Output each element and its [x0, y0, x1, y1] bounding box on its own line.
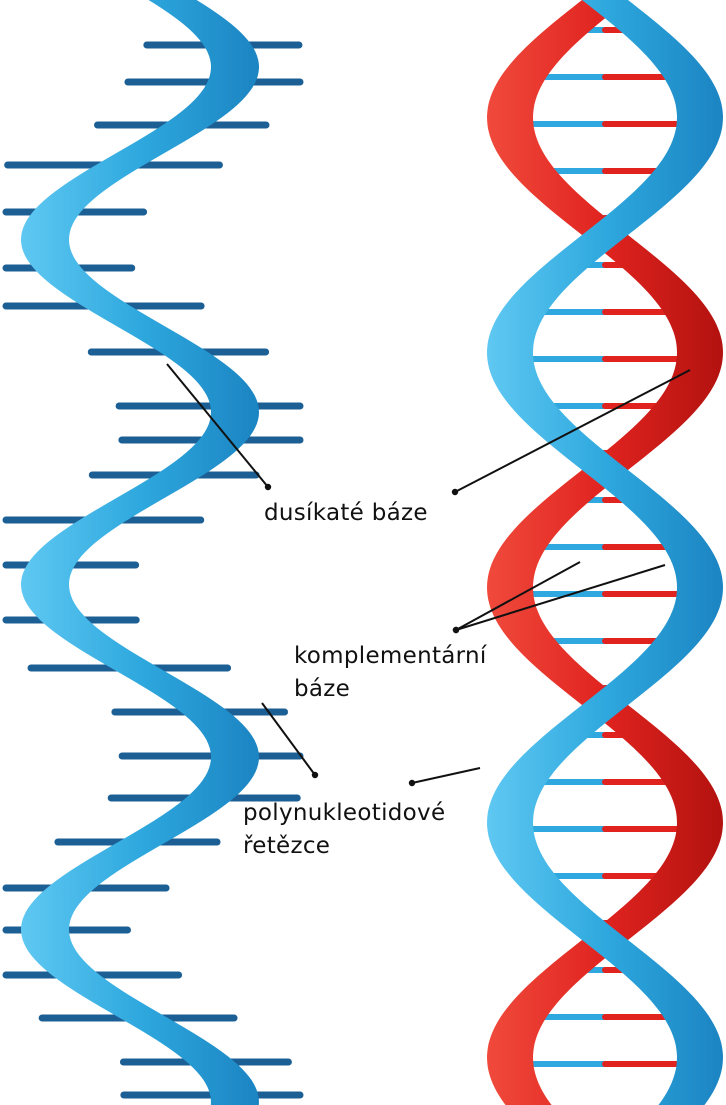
leader-dot	[452, 489, 458, 495]
label-complementary-bases: komplementární báze	[294, 640, 487, 707]
label-complementary-bases-line1: komplementární	[294, 640, 487, 673]
label-nitrogen-bases: dusíkaté báze	[264, 497, 428, 530]
leader-line	[412, 768, 480, 783]
leader-line	[262, 703, 315, 775]
label-polynucleotide-chains-line1: polynukleotidové	[243, 797, 445, 830]
leader-line	[456, 565, 665, 630]
leader-dot	[312, 772, 318, 778]
leader-dot	[265, 484, 271, 490]
label-complementary-bases-line2: báze	[294, 673, 487, 706]
leader-dot	[453, 627, 459, 633]
label-polynucleotide-chains: polynukleotidové řetězce	[243, 797, 445, 864]
leader-dot	[409, 780, 415, 786]
double-strand-dna	[487, 0, 723, 1105]
label-polynucleotide-chains-line2: řetězce	[243, 830, 445, 863]
label-nitrogen-bases-text: dusíkaté báze	[264, 500, 428, 526]
single-strand-dna	[6, 0, 300, 1105]
